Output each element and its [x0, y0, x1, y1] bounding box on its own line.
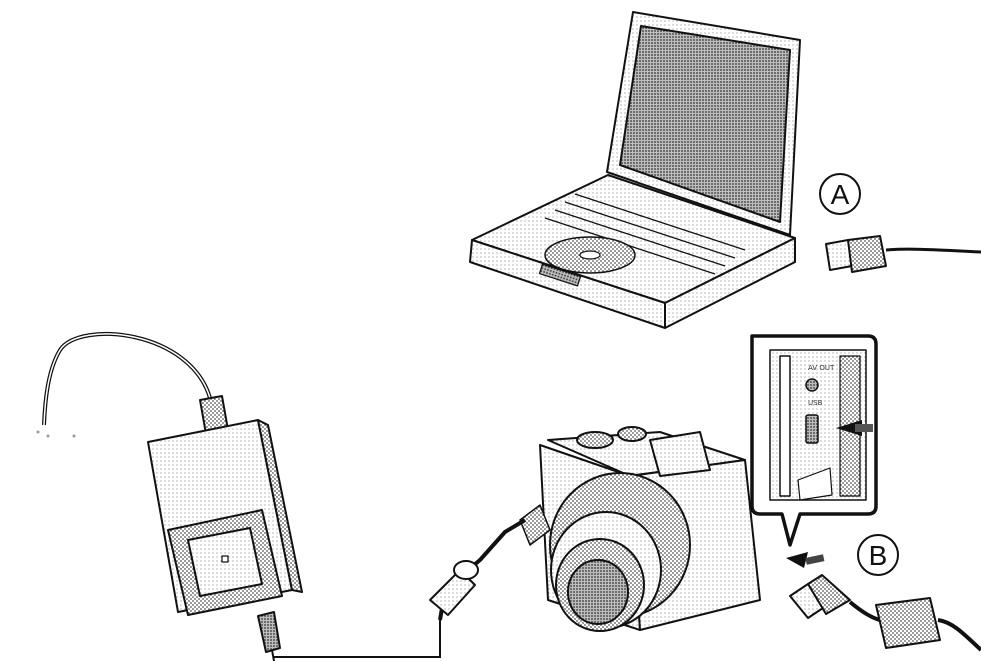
callout-b-label: B	[869, 540, 888, 571]
camera-icon	[520, 427, 760, 631]
arrow-icon	[805, 554, 824, 565]
port-inset: AV OUT USB	[752, 336, 876, 545]
usb-label: USB	[808, 399, 823, 407]
mini-usb-plug-icon	[790, 575, 981, 650]
laptop-icon	[470, 12, 800, 328]
arrow-icon	[786, 552, 808, 568]
callout-b: B	[858, 535, 898, 575]
dc-cable	[272, 620, 440, 661]
av-out-label: AV OUT	[808, 364, 835, 372]
callout-a: A	[820, 174, 860, 214]
usb-plug-icon	[826, 236, 981, 272]
decorative-marks	[37, 431, 76, 438]
callout-a-label: A	[831, 179, 850, 210]
dc-coupler	[430, 520, 525, 620]
ac-adapter-icon	[44, 334, 302, 652]
